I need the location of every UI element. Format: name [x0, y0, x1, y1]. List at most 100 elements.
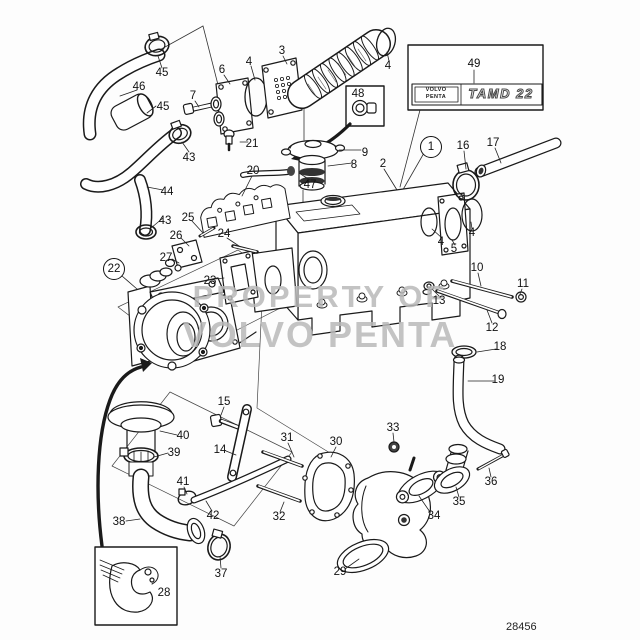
- callout-43: 43: [158, 215, 172, 227]
- inset-box-48: [345, 85, 385, 127]
- callout-5: 5: [450, 243, 458, 255]
- callout-23: 23: [203, 275, 217, 287]
- vent-fitting-47: [240, 166, 295, 178]
- hose-46: [82, 48, 166, 141]
- hose-17: [474, 137, 562, 178]
- callout-25: 25: [181, 212, 195, 224]
- callout-28: 28: [157, 587, 171, 599]
- stud-32: [256, 484, 302, 503]
- hose-clamp-45a: [144, 31, 170, 57]
- hose-44: [80, 127, 182, 236]
- callout-34: 34: [427, 510, 441, 522]
- callout-43: 43: [182, 152, 196, 164]
- stud-31: [261, 450, 304, 468]
- leader-lines: [119, 51, 523, 570]
- bolt-15: [209, 413, 243, 431]
- drawing-number: 28456: [506, 621, 537, 633]
- hose-clamp-43b: [135, 224, 157, 240]
- clamp-41: [177, 488, 197, 506]
- nut-13: [422, 281, 435, 296]
- callout-4: 4: [245, 56, 253, 68]
- callout-31: 31: [280, 432, 294, 444]
- callout-33: 33: [386, 422, 400, 434]
- callout-3: 3: [278, 45, 286, 57]
- end-cover-5: [437, 192, 469, 256]
- decal-brand-line2: PENTA: [425, 93, 447, 100]
- callout-45: 45: [155, 67, 169, 79]
- bolt-36: [476, 448, 510, 471]
- filler-neck-8: [298, 154, 326, 191]
- callout-13: 13: [432, 295, 446, 307]
- callout-46: 46: [132, 81, 146, 93]
- callout-1: 1: [420, 136, 442, 158]
- callout-10: 10: [470, 262, 484, 274]
- elbow-38: [128, 461, 206, 545]
- elbow-gasket-30: [302, 451, 355, 522]
- callout-18: 18: [493, 341, 507, 353]
- callout-14: 14: [213, 444, 227, 456]
- callout-16: 16: [456, 140, 470, 152]
- drain-plug-21: [223, 129, 235, 152]
- callout-37: 37: [214, 568, 228, 580]
- callout-30: 30: [329, 436, 343, 448]
- callout-29: 29: [333, 566, 347, 578]
- callout-4: 4: [468, 227, 476, 239]
- callout-12: 12: [485, 322, 499, 334]
- callout-40: 40: [176, 430, 190, 442]
- callout-21: 21: [245, 138, 259, 150]
- drain-pipe-19: [452, 354, 506, 455]
- callout-45: 45: [156, 101, 170, 113]
- o-ring-4c: [420, 207, 438, 237]
- riser-cap-40: [107, 401, 175, 453]
- callout-20: 20: [246, 165, 260, 177]
- callout-2: 2: [379, 158, 387, 170]
- callout-17: 17: [486, 137, 500, 149]
- arrow-28-to-pump: [96, 358, 152, 548]
- clamp-37: [207, 528, 231, 561]
- water-connection-35: [433, 443, 471, 494]
- stay-bar-14: [227, 404, 252, 482]
- callout-32: 32: [272, 511, 286, 523]
- callout-35: 35: [452, 496, 466, 508]
- hose-clamp-16: [452, 162, 480, 201]
- manifold-bolts: [316, 279, 450, 309]
- callout-19: 19: [491, 374, 505, 386]
- callout-42: 42: [206, 510, 220, 522]
- callout-9: 9: [361, 147, 369, 159]
- callout-8: 8: [350, 159, 358, 171]
- o-ring-4b: [375, 27, 397, 57]
- manifold-gasket: [200, 184, 291, 238]
- callout-6: 6: [218, 64, 226, 76]
- hose-42: [190, 455, 292, 504]
- callout-24: 24: [217, 228, 231, 240]
- callout-49: 49: [467, 58, 481, 70]
- callout-15: 15: [217, 396, 231, 408]
- label-plate-box-49: [407, 44, 544, 111]
- hose-clamp-43a: [168, 119, 192, 145]
- stud-10: [450, 279, 514, 299]
- callout-48: 48: [351, 88, 365, 100]
- end-gasket-and-bracket: [164, 226, 259, 305]
- bolt-12: [435, 289, 507, 320]
- end-flange-6: [210, 77, 254, 135]
- callout-44: 44: [160, 186, 174, 198]
- callout-4: 4: [437, 236, 445, 248]
- callout-47: 47: [303, 179, 317, 191]
- filler-cap-9: [280, 139, 346, 160]
- callout-22: 22: [103, 258, 125, 280]
- heat-exchanger-core: [287, 29, 391, 109]
- callout-26: 26: [169, 230, 183, 242]
- callout-41: 41: [176, 476, 190, 488]
- circulation-pump: [127, 267, 225, 371]
- decal-brand-line1: VOLVO: [425, 87, 447, 93]
- callout-27: 27: [159, 252, 173, 264]
- decal-brand-logo: VOLVO PENTA: [414, 86, 458, 103]
- callout-11: 11: [517, 278, 529, 290]
- hose-sleeve-45b: [110, 93, 154, 131]
- inset-box-28: [94, 546, 178, 626]
- callout-38: 38: [112, 516, 126, 528]
- decal-model-text: TAMD 22: [468, 86, 534, 102]
